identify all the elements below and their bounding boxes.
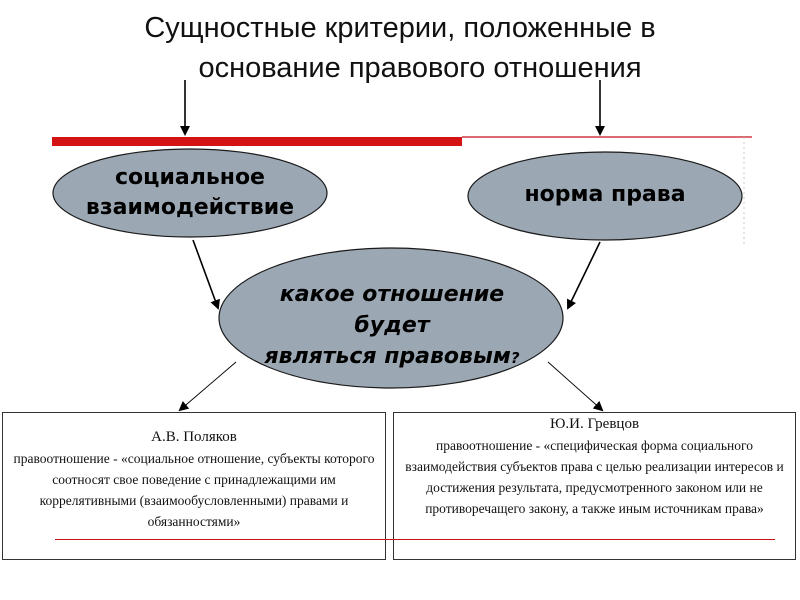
node-social-line-1: социальное [115,165,265,190]
node-center-line-2: будет [354,313,430,338]
ellipse-social [52,148,328,238]
title-line-1: Сущностные критерии, положенные в [144,12,656,44]
question-mark: ? [510,349,520,367]
title-line-2: основание правового отношения [198,52,642,84]
definition-box-polyakov: А.В. Поляков правоотношение - «социально… [2,412,386,560]
node-center-line-3-text: являться правовым [264,344,511,369]
node-center-line-1: какое отношение [279,282,505,307]
node-social-line-2: взаимодействие [85,195,295,220]
definition-text-grevtsov: правоотношение - «специфическая форма со… [405,438,784,516]
node-center-line-3: являться правовым? [222,341,562,374]
definition-author-polyakov: А.В. Поляков [151,429,237,445]
arrow-norm-to-center [566,241,601,310]
node-social-label: социальное взаимодействие [50,163,330,223]
arrow-center-to-left-box [178,361,237,412]
red-thick-bar [52,137,462,146]
definition-box-grevtsov: Ю.И. Гревцов правоотношение - «специфиче… [393,412,796,560]
red-underline [55,539,775,540]
definition-author-grevtsov: Ю.И. Гревцов [549,416,640,432]
arrow-center-to-right-box [547,361,604,412]
arrow-social-to-center [192,239,220,310]
definition-text-polyakov: правоотношение - «социальное отношение, … [13,451,375,529]
slide-title: Сущностные критерии, положенные в основа… [0,8,800,88]
ellipse-center [218,247,564,389]
node-center-label: какое отношение будет являться правовым? [222,279,562,374]
ellipse-norm [467,151,743,241]
node-norm-label: норма права [524,182,686,207]
